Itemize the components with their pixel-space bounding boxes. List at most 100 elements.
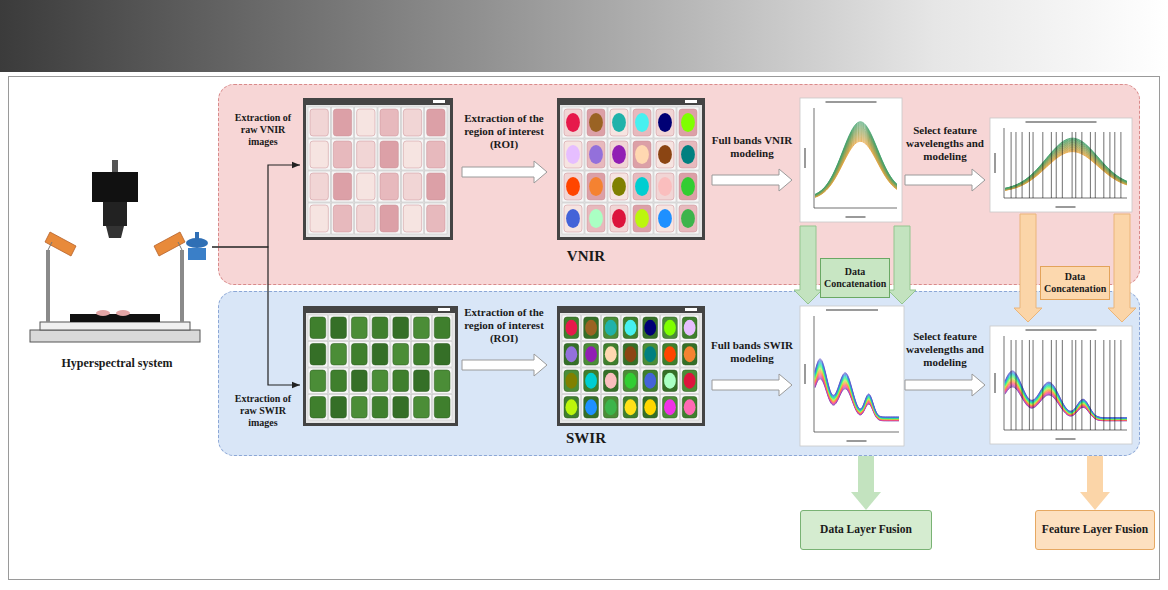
band-title: SWIR xyxy=(546,429,626,447)
tray-cell xyxy=(680,368,699,394)
feature-wavelength-line xyxy=(1090,340,1091,430)
spectrum-curve xyxy=(1005,372,1127,418)
leaf-sample xyxy=(643,370,658,392)
tray-cell xyxy=(355,171,377,202)
roi-mask xyxy=(635,209,649,228)
tray-cell xyxy=(677,171,699,202)
roi-mask xyxy=(612,145,626,164)
roi-mask xyxy=(605,373,617,389)
tray-cell xyxy=(331,203,353,234)
tray-cell xyxy=(631,203,653,234)
leaf-sample xyxy=(372,317,388,339)
leaf-sample xyxy=(434,344,450,366)
leaf-sample xyxy=(310,370,326,392)
leaf-sample xyxy=(564,317,579,339)
meat-sample xyxy=(427,109,445,136)
chart-axes xyxy=(1004,336,1127,430)
meat-sample xyxy=(310,205,328,232)
leaf-sample xyxy=(434,370,450,392)
leaf-sample xyxy=(372,370,388,392)
mount xyxy=(112,160,118,172)
meat-sample xyxy=(564,173,582,200)
leaf-sample xyxy=(623,397,638,419)
feature-wavelength-line xyxy=(1072,132,1073,198)
tray-cell xyxy=(329,342,349,368)
tray-cell xyxy=(378,203,400,234)
step-label: Extraction of raw VNIR images xyxy=(226,112,300,148)
block-arrow xyxy=(462,354,547,376)
spectrum-curve xyxy=(1005,373,1127,418)
concat-box: Data Concatenation xyxy=(820,258,890,298)
down-arrow xyxy=(1108,214,1136,322)
process-arrows xyxy=(462,161,985,396)
node-label: Data Layer Fusion xyxy=(804,523,928,537)
meat-sample xyxy=(427,173,445,200)
roi-mask xyxy=(612,209,626,228)
roi-mask xyxy=(681,209,695,228)
leaf-sample xyxy=(331,370,347,392)
meat-sample xyxy=(564,109,582,136)
step-label: Extraction of raw SWIR images xyxy=(226,393,300,429)
meat-sample xyxy=(333,141,351,168)
tray-cell xyxy=(621,342,640,368)
meat-sample xyxy=(310,173,328,200)
meat-sample xyxy=(587,141,605,168)
leaf-sample xyxy=(393,344,409,366)
feature-wavelength-line xyxy=(1015,340,1016,430)
chart-axes xyxy=(814,108,897,208)
feature-wavelength-line xyxy=(1114,132,1115,198)
roi-mask xyxy=(635,177,649,196)
roi-mask xyxy=(589,113,603,132)
roi-mask xyxy=(565,373,577,389)
tray-cell xyxy=(432,395,452,421)
tray-cell xyxy=(631,107,653,138)
tray-cell xyxy=(608,107,630,138)
roi-mask xyxy=(612,177,626,196)
tray-cell xyxy=(680,342,699,368)
roi-mask xyxy=(681,145,695,164)
tray-cell xyxy=(331,139,353,170)
axis-title-mark xyxy=(847,440,867,442)
leaf-sample xyxy=(393,317,409,339)
meat-sample xyxy=(310,109,328,136)
leaf-sample xyxy=(682,370,697,392)
roi-mask xyxy=(664,346,676,362)
leaf-sample xyxy=(603,370,618,392)
leaf-sample xyxy=(331,317,347,339)
tray-cell xyxy=(329,315,349,341)
swir-raw-image xyxy=(303,306,458,426)
roi-mask xyxy=(684,373,696,389)
meat-sample xyxy=(403,173,421,200)
feature-wavelength-line xyxy=(1103,340,1104,430)
leaf-sample xyxy=(331,344,347,366)
meat-sample xyxy=(610,141,628,168)
leaf-sample xyxy=(643,397,658,419)
leaf-sample xyxy=(414,397,430,419)
meat-sample xyxy=(679,173,697,200)
tray-cell xyxy=(391,342,411,368)
spectrum-curve xyxy=(815,364,899,418)
roi-mask xyxy=(589,145,603,164)
leaf-sample xyxy=(310,317,326,339)
tray-cell xyxy=(349,368,369,394)
sample xyxy=(116,310,130,316)
spectrum-curve xyxy=(1005,377,1127,419)
chart-title-mark xyxy=(1026,329,1097,331)
meat-sample xyxy=(357,109,375,136)
connector xyxy=(212,165,300,247)
table-base xyxy=(30,330,200,342)
tray-cell xyxy=(641,395,660,421)
tray-cell xyxy=(677,203,699,234)
meat-sample xyxy=(357,173,375,200)
roi-mask xyxy=(585,373,597,389)
tray-cell xyxy=(391,315,411,341)
swir-spectra-chart xyxy=(800,306,904,446)
leaf-sample xyxy=(584,344,599,366)
tray-cell xyxy=(608,203,630,234)
tray-cell xyxy=(680,395,699,421)
axis-title-mark xyxy=(1056,206,1076,208)
ruler xyxy=(685,308,697,311)
tray xyxy=(306,105,450,237)
